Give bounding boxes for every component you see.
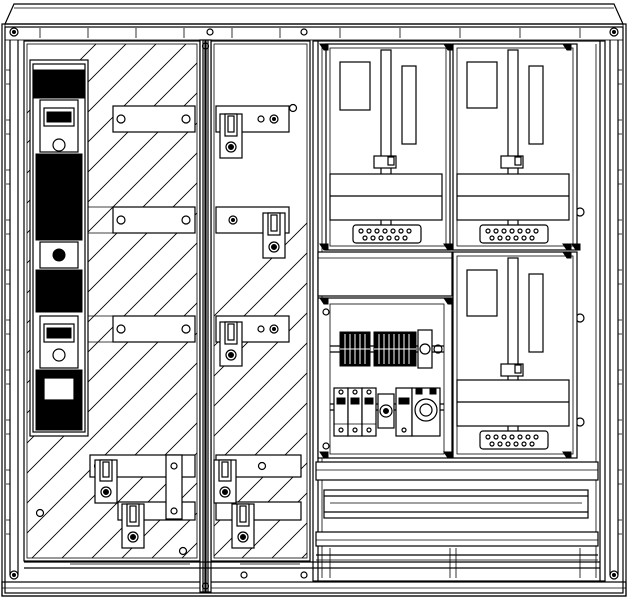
meter-plate (319, 43, 453, 251)
cable-duct (315, 461, 599, 578)
bottom-inner-rail (24, 561, 600, 569)
left-wall-rail (6, 40, 19, 575)
busbar-lower-a (89, 454, 302, 478)
enclosure-frame (1, 3, 627, 597)
clamp-terminal (94, 459, 118, 504)
meter-plate (443, 251, 578, 459)
clamp-terminal (262, 212, 286, 259)
clamp-terminal (121, 503, 145, 549)
center-hinge-post (199, 39, 212, 593)
clamp-terminal (219, 321, 243, 367)
busbar-2 (88, 206, 290, 234)
meter-plate (452, 43, 581, 251)
busbars (88, 105, 302, 521)
busbar-1 (112, 105, 290, 133)
clamp-terminal (219, 113, 243, 159)
din-rail-module-panel (317, 297, 453, 459)
fuse-switch-disconnector (29, 59, 89, 437)
clamp-terminal (231, 503, 255, 549)
blank-cover-slot (317, 251, 453, 297)
clamp-terminal (213, 459, 237, 504)
terminal-block-row (339, 329, 443, 369)
busbar-3 (88, 315, 290, 343)
right-wall-rail (609, 40, 622, 575)
clamp-terminals (94, 113, 286, 549)
circuit-breaker-row (333, 387, 441, 437)
